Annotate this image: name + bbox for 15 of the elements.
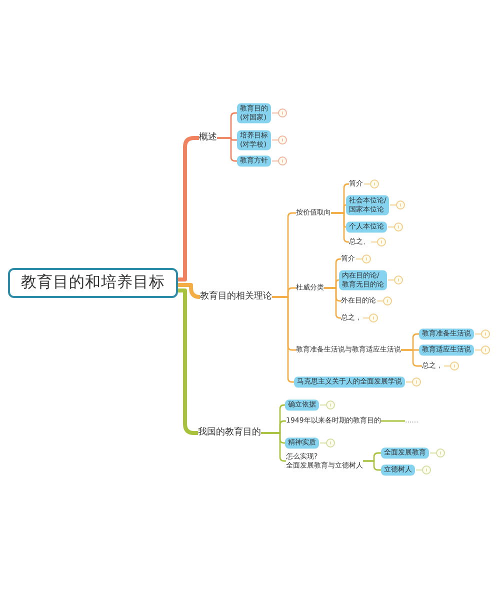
connector-line bbox=[331, 212, 349, 243]
connector-line bbox=[217, 137, 237, 162]
root-topic-box: 教育目的和培养目标 bbox=[8, 268, 178, 298]
topic-label: 我国的教育目的 bbox=[198, 427, 261, 439]
topic-label: 概述 bbox=[199, 132, 217, 144]
branch-line bbox=[178, 136, 199, 282]
branch-line bbox=[178, 288, 198, 435]
branch-line bbox=[178, 283, 202, 299]
connector-line bbox=[272, 296, 294, 383]
connector-line bbox=[261, 432, 286, 462]
connector-line bbox=[324, 287, 341, 319]
connector-line bbox=[380, 420, 405, 422]
topic-label: 教育目的相关理论 bbox=[200, 291, 272, 303]
connector-line bbox=[363, 460, 381, 471]
connector-line bbox=[401, 349, 422, 367]
